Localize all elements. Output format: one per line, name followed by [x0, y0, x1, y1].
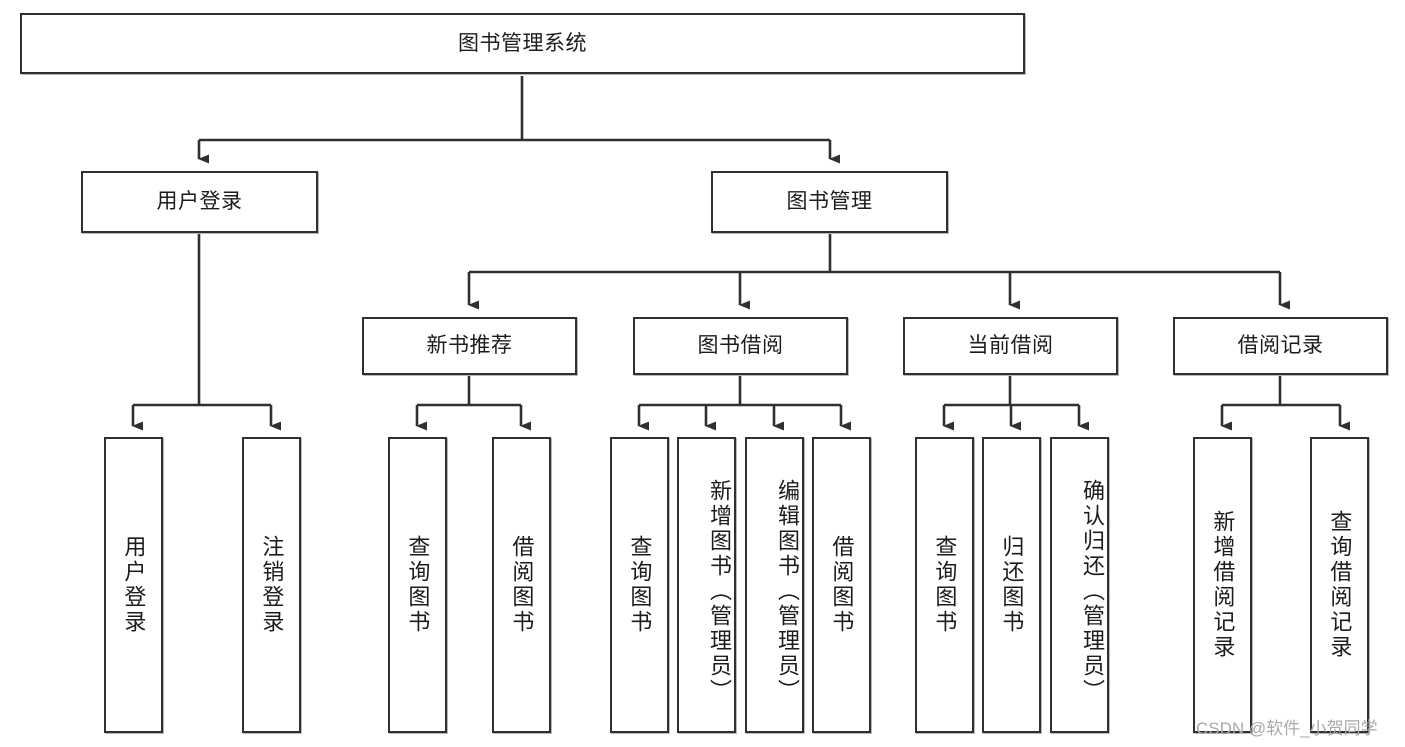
node-leaf-borrow-book-2[interactable]: 借阅图书 — [812, 437, 871, 733]
node-leaf-logout[interactable]: 注销登录 — [242, 437, 301, 733]
node-leaf-borrow-book-1[interactable]: 借阅图书 — [492, 437, 551, 733]
node-leaf-add-book[interactable]: 新增图书（管理员） — [677, 437, 736, 733]
node-leaf-return-book[interactable]: 归还图书 — [982, 437, 1041, 733]
node-label: 新书推荐 — [426, 334, 513, 358]
node-leaf-query-book-2[interactable]: 查询图书 — [610, 437, 669, 733]
node-leaf-edit-book[interactable]: 编辑图书（管理员） — [745, 437, 804, 733]
node-label: 查询图书 — [627, 535, 653, 635]
node-book-borrow[interactable]: 图书借阅 — [633, 317, 848, 375]
node-label: 注销登录 — [259, 535, 285, 635]
node-label: 图书管理系统 — [458, 31, 587, 55]
node-current-borrow[interactable]: 当前借阅 — [903, 317, 1118, 375]
node-label: 用户登录 — [121, 535, 147, 635]
node-label: 借阅记录 — [1237, 334, 1324, 358]
node-label: 图书借阅 — [697, 334, 784, 358]
node-leaf-query-book-3[interactable]: 查询图书 — [915, 437, 974, 733]
node-new-book-recommend[interactable]: 新书推荐 — [362, 317, 577, 375]
node-label: 确认归还（管理员） — [1080, 478, 1105, 704]
node-label: 新增借阅记录 — [1210, 510, 1236, 660]
node-label: 查询图书 — [405, 535, 431, 635]
node-label: 借阅图书 — [829, 535, 855, 635]
node-leaf-query-book-1[interactable]: 查询图书 — [388, 437, 447, 733]
csdn-watermark: CSDN @软件_小贺同学 — [1196, 719, 1378, 738]
node-borrow-record[interactable]: 借阅记录 — [1173, 317, 1388, 375]
node-label: 借阅图书 — [509, 535, 535, 635]
node-root-book-management-system[interactable]: 图书管理系统 — [20, 13, 1025, 74]
node-leaf-user-login[interactable]: 用户登录 — [104, 437, 163, 733]
node-label: 编辑图书（管理员） — [775, 478, 800, 704]
node-label: 用户登录 — [156, 190, 243, 214]
node-label: 新增图书（管理员） — [707, 478, 732, 704]
node-label: 归还图书 — [999, 535, 1025, 635]
node-leaf-query-record[interactable]: 查询借阅记录 — [1310, 437, 1369, 733]
node-user-login[interactable]: 用户登录 — [81, 171, 318, 233]
node-leaf-add-record[interactable]: 新增借阅记录 — [1193, 437, 1252, 733]
node-leaf-confirm-return[interactable]: 确认归还（管理员） — [1050, 437, 1109, 733]
node-book-management[interactable]: 图书管理 — [711, 171, 948, 233]
node-label: 查询图书 — [932, 535, 958, 635]
node-label: 查询借阅记录 — [1327, 510, 1353, 660]
node-label: 图书管理 — [786, 190, 873, 214]
node-label: 当前借阅 — [967, 334, 1054, 358]
